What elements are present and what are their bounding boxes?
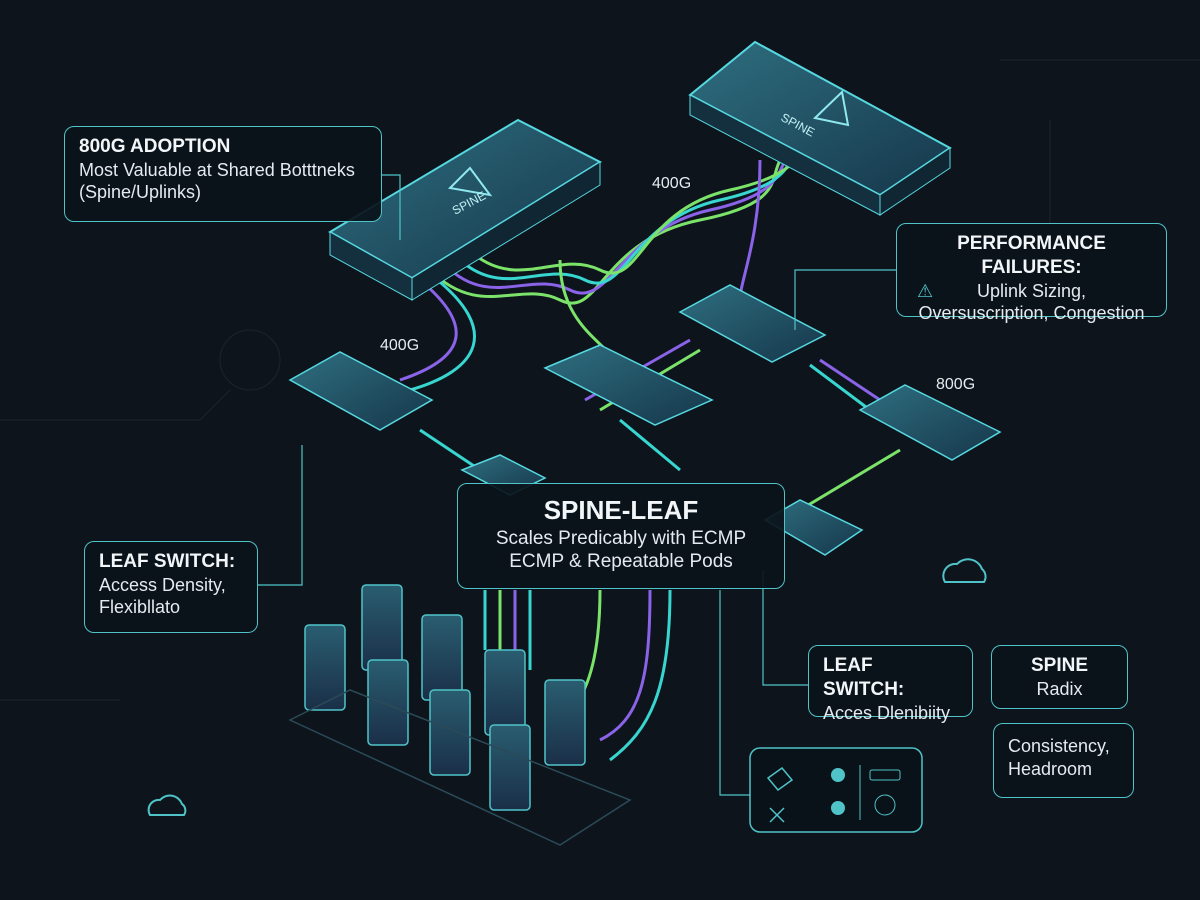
warning-bell-icon: ⚠	[917, 280, 934, 301]
leaf-switches	[288, 284, 1002, 556]
background-circuit-lines	[0, 59, 1200, 701]
server-rack	[429, 689, 471, 776]
gear-icon	[831, 768, 845, 782]
link-speed-label: 400G	[652, 175, 692, 192]
callout-title: SPINE-LEAF	[543, 495, 699, 525]
callout-line: Radix	[1036, 678, 1083, 699]
server-rack	[421, 614, 463, 701]
callout-spine-leaf: SPINE-LEAF Scales Predicably with ECMP E…	[457, 483, 785, 589]
tools-panel	[749, 747, 923, 833]
link-speed-label: 400G	[380, 337, 420, 354]
power-icon	[874, 794, 896, 816]
callout-line: Headroom	[1008, 758, 1093, 779]
callout-line: ECMP & Repeatable Pods	[509, 551, 733, 573]
server-rack	[544, 679, 586, 766]
leaf-switch	[858, 384, 1002, 461]
callout-line: Acces Dlenibiity	[823, 702, 951, 723]
link-speed-label: 800G	[936, 376, 976, 393]
callout-line: Uplink Sizing,	[976, 280, 1087, 301]
cloud-icon	[147, 558, 987, 816]
server-rack	[367, 659, 409, 746]
callout-title: SPINE	[1030, 655, 1089, 676]
callout-line: Flexibllato	[99, 597, 181, 618]
port-icon	[869, 769, 901, 781]
callout-line: Consistency,	[1008, 736, 1110, 756]
gear-icon	[831, 801, 845, 815]
server-racks	[304, 584, 586, 811]
spine-switch-left: SPINE	[328, 118, 603, 301]
callout-line: Access Density,	[99, 574, 226, 595]
leaf-switch	[678, 284, 827, 363]
callout-line: Scales Predicably with ECMP	[495, 527, 747, 549]
callout-spine-radix: SPINE Radix	[991, 645, 1128, 709]
spine-switch-right: SPINE	[688, 40, 952, 216]
callout-title: LEAF SWITCH:	[99, 551, 236, 572]
callout-line: (Spine/Uplinks)	[79, 182, 202, 203]
callout-connectors	[258, 174, 896, 796]
server-rack	[304, 624, 346, 711]
callout-title: 800G ADOPTION	[79, 136, 231, 157]
callout-title: PERFORMANCE FAILURES:	[957, 233, 1106, 278]
callout-consistency: Consistency, Headroom	[993, 723, 1134, 798]
callout-line: Oversuscription, Congestion	[918, 303, 1145, 323]
leaf-switch	[543, 344, 714, 426]
server-rack	[489, 724, 531, 811]
callout-leaf-switch-left: LEAF SWITCH: Access Density, Flexibllato	[84, 541, 258, 633]
leaf-switch	[288, 351, 434, 431]
callout-line: Most Valuable at Shared Botttneks	[79, 159, 355, 180]
tool-icon	[766, 766, 794, 823]
callout-800g-adoption: 800G ADOPTION Most Valuable at Shared Bo…	[64, 126, 382, 222]
server-rack	[484, 649, 526, 736]
callout-leaf-switch-right: LEAF SWITCH: Acces Dlenibiity	[808, 645, 973, 723]
leaf-switch	[763, 499, 864, 556]
callout-title: LEAF SWITCH:	[823, 655, 905, 700]
server-platform	[288, 689, 632, 846]
server-rack	[361, 584, 403, 671]
callout-performance-failures: PERFORMANCE FAILURES: ⚠ Uplink Sizing, Ov…	[896, 223, 1167, 323]
